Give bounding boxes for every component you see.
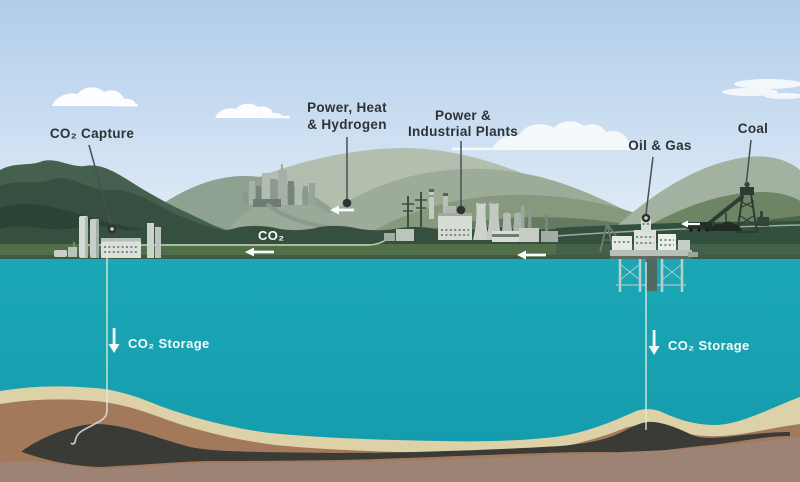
coal-flow-arrow-left-icon <box>681 220 700 228</box>
leader-coal <box>745 139 752 187</box>
oil-gas-label: Oil & Gas <box>628 138 691 153</box>
cloud-icon <box>722 79 800 99</box>
annotations: CO₂ Capture Power, Heat & Hydrogen Power… <box>50 100 768 355</box>
cloud-icon <box>52 87 138 107</box>
shore-shadow <box>0 255 800 262</box>
leader-oil-gas <box>645 156 654 215</box>
co2-capture-label: CO₂ Capture <box>50 126 134 141</box>
capture-injection-pipe <box>70 252 108 445</box>
oil-platform <box>599 218 698 292</box>
power-heat-label-line1: Power, Heat <box>307 100 387 115</box>
power-heat-label-line2: & Hydrogen <box>307 117 387 132</box>
platform-legs <box>616 258 686 292</box>
industrial-plants <box>384 189 558 242</box>
co2-flow-arrow-left-icon <box>517 250 546 260</box>
co2-flow-arrow-left-icon <box>330 205 354 215</box>
leader-dot <box>342 198 352 208</box>
co2-storage-left-label: CO₂ Storage <box>128 336 210 351</box>
storage-down-arrow-icon <box>108 328 120 353</box>
leader-dot-center <box>644 216 648 220</box>
coal-label: Coal <box>738 121 768 136</box>
capture-facility <box>54 216 161 258</box>
leader-dot-center <box>110 227 114 231</box>
leader-co2-capture <box>88 144 112 226</box>
storage-reservoir <box>22 421 790 467</box>
coal-heap <box>708 221 742 231</box>
co2-storage-right-label: CO₂ Storage <box>668 338 750 353</box>
coast-road <box>555 224 800 237</box>
cloud-icon <box>215 103 290 119</box>
cloud-icon <box>452 121 636 151</box>
storage-down-arrow-icon <box>648 330 660 355</box>
seabed-base-layer <box>0 437 800 482</box>
power-industrial-label-line1: Power & <box>435 108 491 123</box>
leader-dot <box>456 205 466 215</box>
seabed-layers <box>0 386 800 482</box>
co2-flow-arrow-left-icon <box>245 247 274 257</box>
injection-pipes <box>70 252 647 445</box>
city-buildings <box>243 164 315 207</box>
power-industrial-label-line2: Industrial Plants <box>408 124 518 139</box>
co2-flow-label: CO₂ <box>258 228 284 243</box>
